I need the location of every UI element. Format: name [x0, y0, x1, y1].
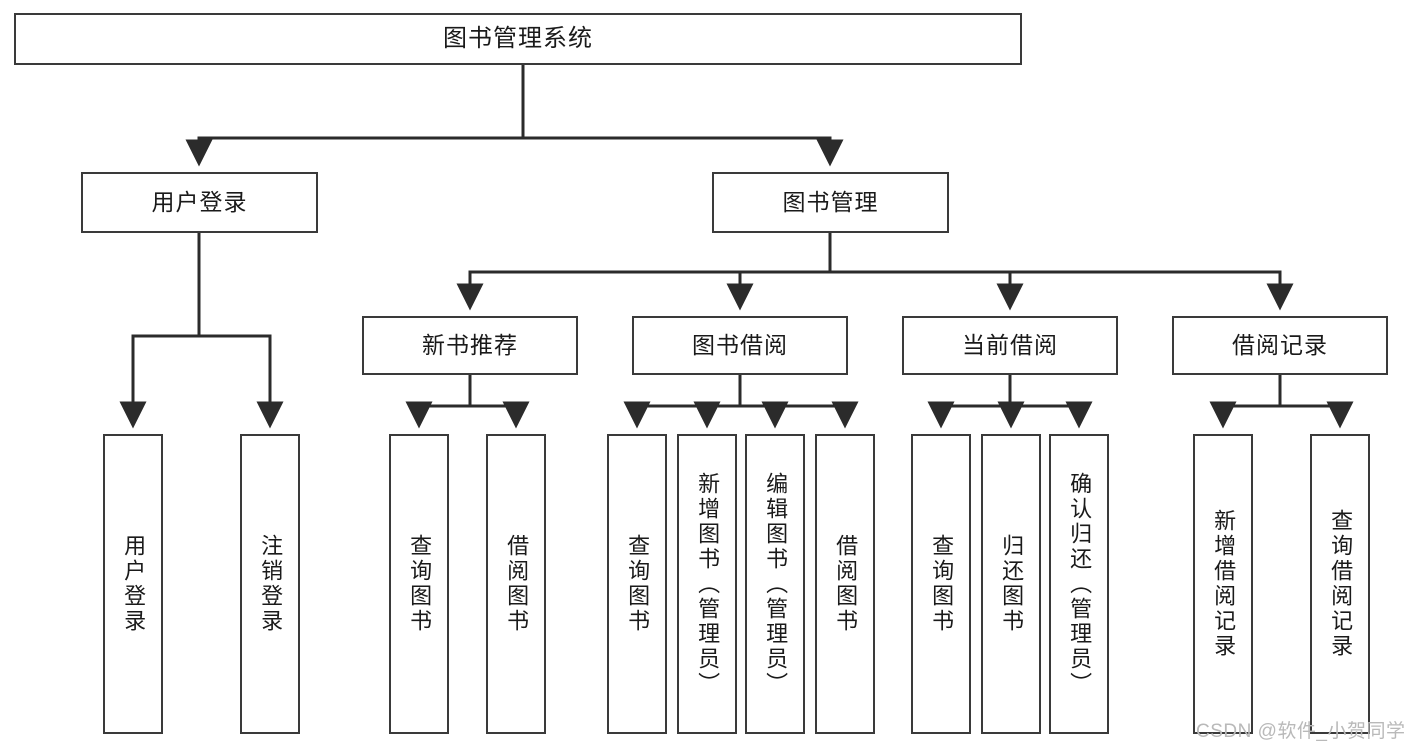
node-label: 查询图书: [407, 534, 433, 634]
node-label: 借阅图书: [833, 534, 859, 634]
node-label: 查询借阅记录: [1328, 509, 1354, 659]
node-leaf[interactable]: 借阅图书: [815, 434, 875, 734]
node-leaf[interactable]: 注销登录: [240, 434, 300, 734]
node-leaf[interactable]: 新增借阅记录: [1193, 434, 1253, 734]
node-label: 注销登录: [258, 534, 284, 634]
node-label: 图书管理: [782, 188, 879, 215]
node-label: 当前借阅: [962, 331, 1058, 358]
node-leaf[interactable]: 新增图书（管理员）: [677, 434, 737, 734]
node-level3[interactable]: 新书推荐: [362, 316, 578, 375]
node-label: 确认归还（管理员）: [1067, 471, 1093, 697]
node-label: 图书借阅: [692, 331, 788, 358]
node-level2[interactable]: 用户登录: [81, 172, 318, 233]
node-label: 归还图书: [999, 534, 1025, 634]
node-label: 查询图书: [929, 534, 955, 634]
node-label: 新增借阅记录: [1211, 509, 1237, 659]
node-label: 新增图书（管理员）: [695, 471, 721, 697]
node-label: 用户登录: [121, 534, 147, 634]
node-root[interactable]: 图书管理系统: [14, 13, 1022, 65]
node-label: 图书管理系统: [443, 24, 593, 52]
node-leaf[interactable]: 查询图书: [389, 434, 449, 734]
node-leaf[interactable]: 查询图书: [607, 434, 667, 734]
node-leaf[interactable]: 借阅图书: [486, 434, 546, 734]
node-leaf[interactable]: 归还图书: [981, 434, 1041, 734]
node-label: 新书推荐: [422, 331, 518, 358]
node-label: 查询图书: [625, 534, 651, 634]
node-label: 借阅图书: [504, 534, 530, 634]
watermark: CSDN @软件_小贺同学: [1196, 721, 1405, 742]
node-level3[interactable]: 图书借阅: [632, 316, 848, 375]
node-leaf[interactable]: 用户登录: [103, 434, 163, 734]
node-label: 编辑图书（管理员）: [763, 471, 789, 697]
node-level3[interactable]: 借阅记录: [1172, 316, 1388, 375]
node-leaf[interactable]: 查询图书: [911, 434, 971, 734]
node-leaf[interactable]: 查询借阅记录: [1310, 434, 1370, 734]
node-level3[interactable]: 当前借阅: [902, 316, 1118, 375]
node-leaf[interactable]: 确认归还（管理员）: [1049, 434, 1109, 734]
node-label: 用户登录: [151, 188, 248, 215]
node-label: 借阅记录: [1232, 331, 1328, 358]
node-level2[interactable]: 图书管理: [712, 172, 949, 233]
node-leaf[interactable]: 编辑图书（管理员）: [745, 434, 805, 734]
